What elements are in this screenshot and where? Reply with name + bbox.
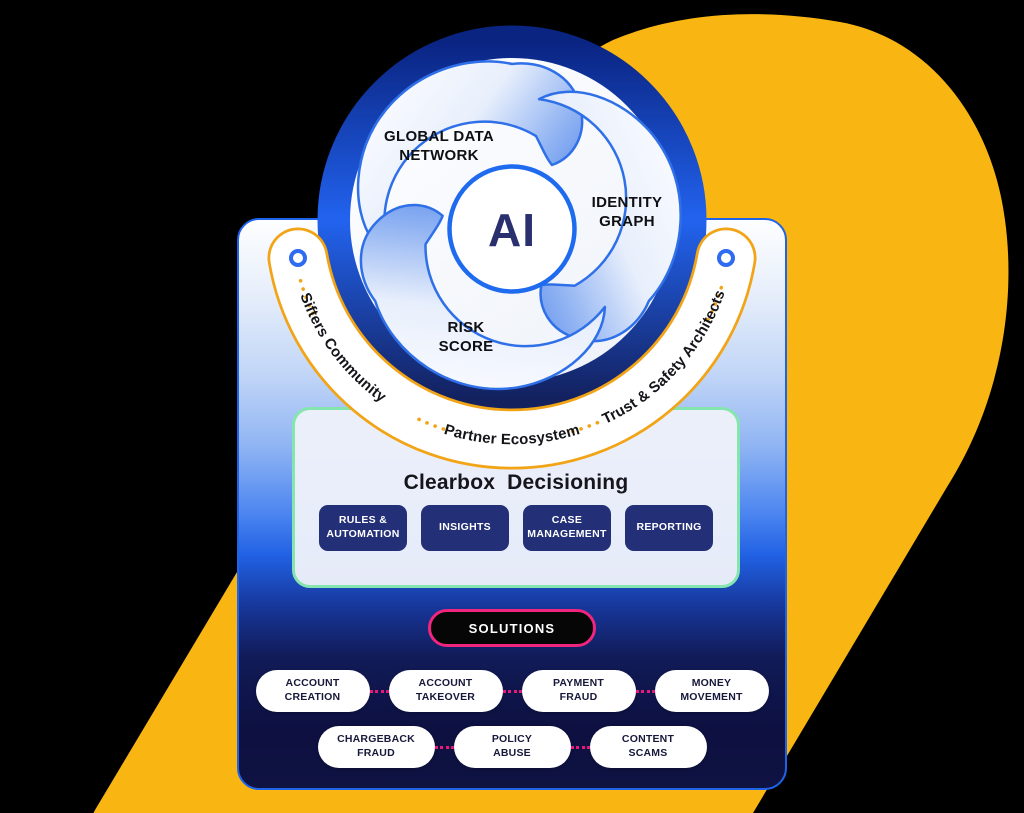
dotted-connector [570, 745, 590, 749]
solutions-row-1: ACCOUNT CREATION ACCOUNT TAKEOVER PAYMEN… [239, 670, 785, 712]
clearbox-button-reporting[interactable]: REPORTING [625, 505, 713, 551]
dotted-connector [369, 689, 389, 693]
clearbox-button-insights[interactable]: INSIGHTS [421, 505, 509, 551]
clearbox-button-rules-automation[interactable]: RULES & AUTOMATION [319, 505, 407, 551]
dotted-connector [502, 689, 522, 693]
solutions-row-2: CHARGEBACK FRAUD POLICY ABUSE CONTENT SC… [239, 726, 785, 768]
solutions-button[interactable]: SOLUTIONS [428, 609, 596, 647]
platform-card: Clearbox Decisioning RULES & AUTOMATION … [237, 218, 787, 790]
clearbox-button-case-management[interactable]: CASE MANAGEMENT [523, 505, 611, 551]
pill-payment-fraud[interactable]: PAYMENT FRAUD [521, 670, 636, 712]
dotted-connector [434, 745, 454, 749]
pill-money-movement[interactable]: MONEY MOVEMENT [654, 670, 769, 712]
pill-chargeback-fraud[interactable]: CHARGEBACK FRAUD [317, 726, 435, 768]
clearbox-title: Clearbox Decisioning [403, 471, 629, 494]
pill-account-creation[interactable]: ACCOUNT CREATION [255, 670, 370, 712]
dotted-connector [635, 689, 655, 693]
pill-content-scams[interactable]: CONTENT SCAMS [589, 726, 707, 768]
clearbox-button-row: RULES & AUTOMATION INSIGHTS CASE MANAGEM… [295, 505, 737, 551]
pill-policy-abuse[interactable]: POLICY ABUSE [453, 726, 571, 768]
clearbox-panel: Clearbox Decisioning RULES & AUTOMATION … [292, 407, 740, 588]
pill-account-takeover[interactable]: ACCOUNT TAKEOVER [388, 670, 503, 712]
